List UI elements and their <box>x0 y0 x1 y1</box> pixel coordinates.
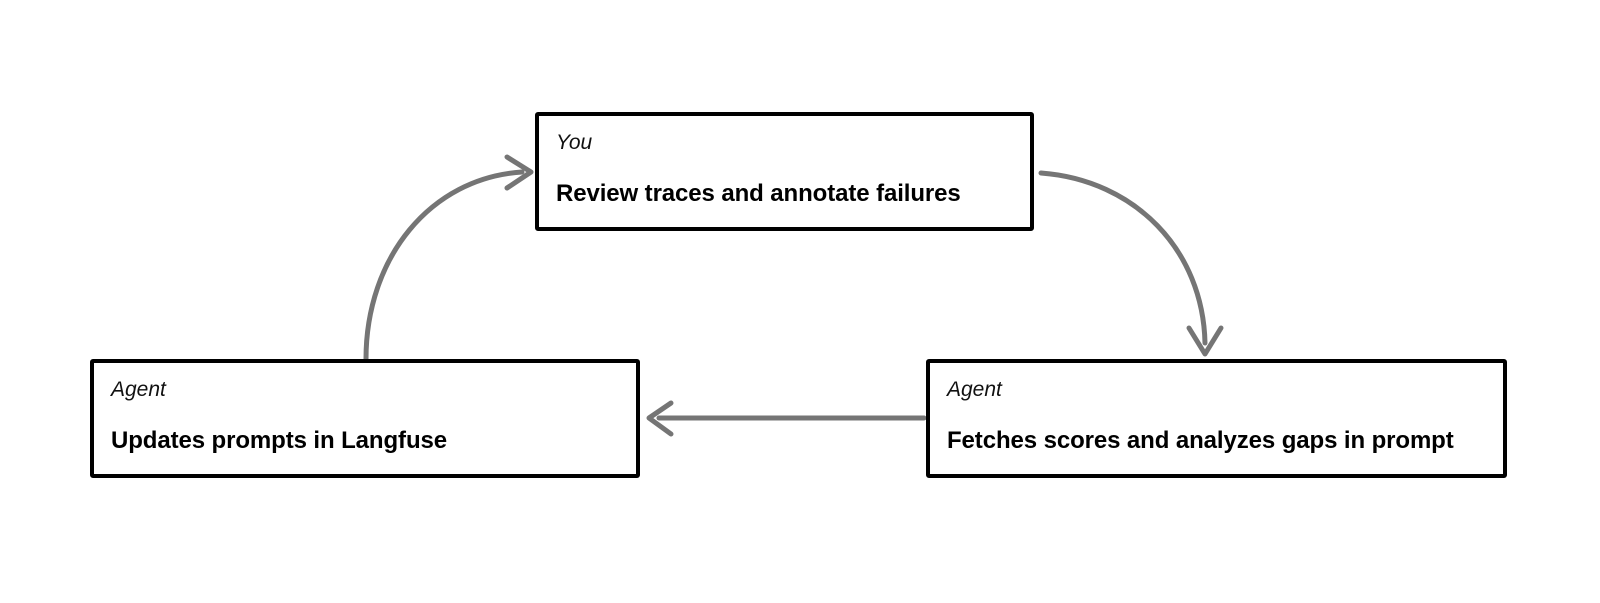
node-role-label: Agent <box>947 378 1002 401</box>
edge-update-to-you <box>363 154 534 362</box>
node-role-label: Agent <box>111 378 166 401</box>
edge-you-to-fetch <box>1038 170 1224 357</box>
node-you-review[interactable]: You Review traces and annotate failures <box>535 112 1034 231</box>
node-title-label: Review traces and annotate failures <box>556 180 961 207</box>
node-role-label: You <box>556 131 593 154</box>
node-agent-fetch[interactable]: Agent Fetches scores and analyzes gaps i… <box>926 359 1507 478</box>
node-agent-update[interactable]: Agent Updates prompts in Langfuse <box>90 359 640 478</box>
node-title-label: Fetches scores and analyzes gaps in prom… <box>947 427 1454 454</box>
edge-fetch-to-update <box>646 400 927 437</box>
node-title-label: Updates prompts in Langfuse <box>111 427 447 454</box>
